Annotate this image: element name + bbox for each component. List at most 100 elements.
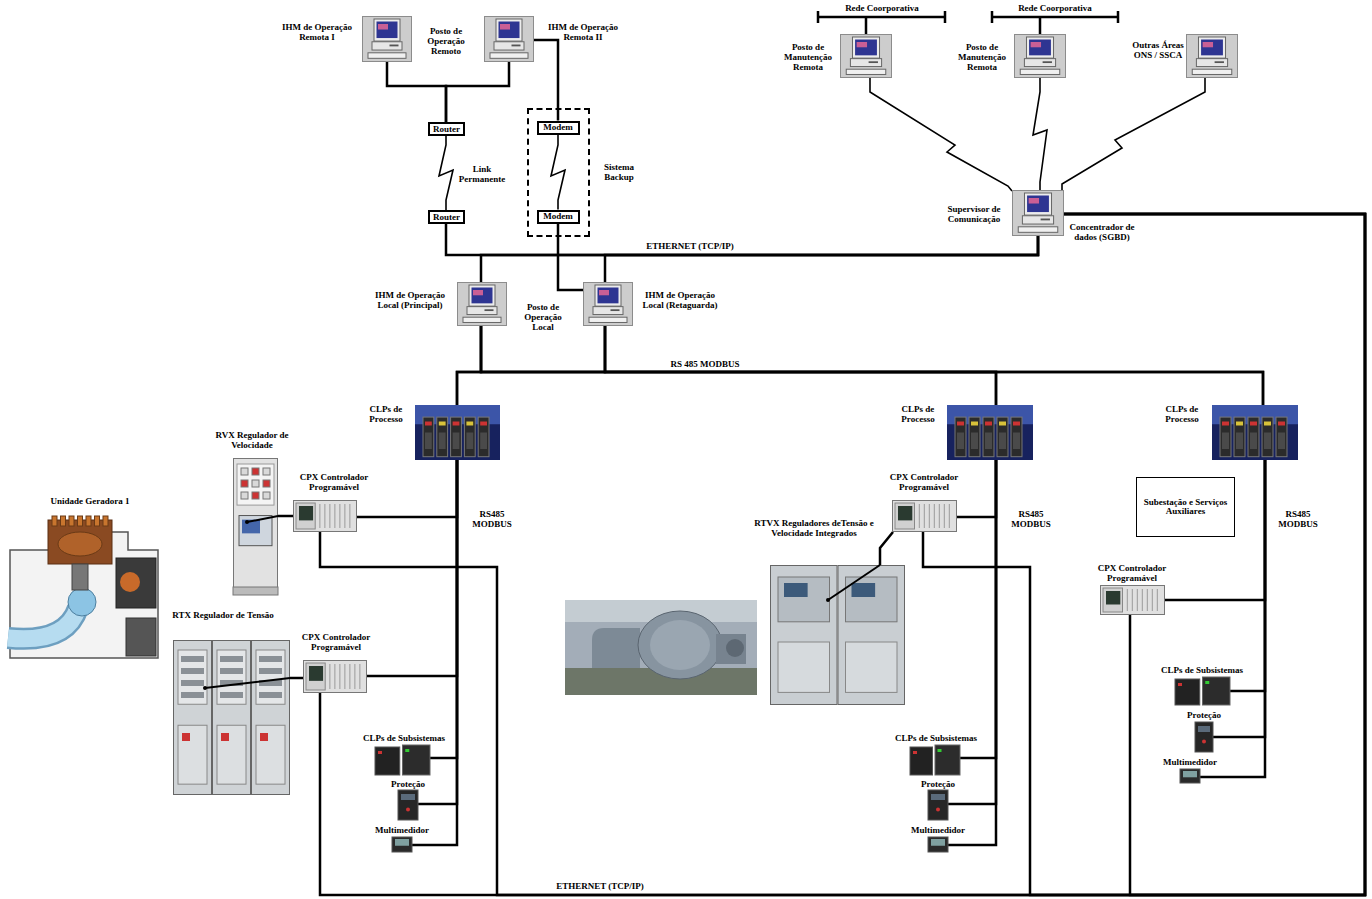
process-plc: CLPs de Processo bbox=[947, 405, 1033, 460]
connector bbox=[446, 224, 1038, 255]
programmable-controller: CPX Controlador Programável bbox=[892, 500, 957, 532]
connector bbox=[481, 236, 1038, 282]
device-label: CLPs de Processo bbox=[1158, 404, 1206, 424]
router-box: Router bbox=[428, 122, 465, 136]
modem-box: Modem bbox=[537, 210, 580, 224]
backup-frame: Sistema BackupModemModem bbox=[527, 108, 590, 237]
device-label: CPX Controlador Programável bbox=[282, 472, 386, 492]
device-label: Posto de Manutenção Remota bbox=[952, 42, 1012, 72]
device-label: CLPs de Subsistemas bbox=[1150, 665, 1254, 675]
pc-icon bbox=[1186, 34, 1238, 78]
device-label: Unidade Geradora 1 bbox=[30, 496, 150, 506]
hmi-workstation: IHM de Operação Remota II bbox=[484, 16, 534, 62]
connector bbox=[278, 515, 293, 518]
protection-relay: Proteção bbox=[398, 790, 418, 820]
area-label: Posto de Operação Remoto bbox=[418, 26, 474, 56]
bus-label: ETHERNET (TCP/IP) bbox=[620, 241, 760, 251]
device-label: Outras Áreas ONS / SSCA bbox=[1132, 40, 1184, 60]
maintenance-station: Posto de Manutenção Remota bbox=[840, 34, 892, 78]
pc-icon bbox=[840, 34, 892, 78]
router-box: Router bbox=[428, 210, 465, 224]
device-label: CPX Controlador Programável bbox=[1076, 563, 1188, 583]
network-label: Rede Coorporativa bbox=[1005, 3, 1105, 13]
connector bbox=[457, 326, 481, 405]
connector bbox=[960, 460, 996, 758]
pc-icon bbox=[583, 282, 633, 326]
speed-regulator: RVX Regulador de Velocidade bbox=[233, 458, 278, 595]
connector bbox=[457, 326, 605, 405]
connector bbox=[446, 62, 509, 122]
device-label: CPX Controlador Programável bbox=[868, 472, 980, 492]
connector bbox=[320, 214, 1365, 895]
integrated-regulator: RTVX Reguladores deTensão e Velocidade I… bbox=[770, 565, 905, 705]
area-label: Posto de Operação Local bbox=[514, 302, 572, 332]
bus-label: RS485 MODBUS bbox=[462, 509, 522, 529]
connector bbox=[1033, 78, 1047, 190]
connector bbox=[357, 460, 457, 517]
device-label: CLPs de Subsistemas bbox=[352, 733, 456, 743]
device-label: RVX Regulador de Velocidade bbox=[196, 430, 308, 450]
cpx-icon bbox=[293, 500, 357, 532]
external-station: Outras Áreas ONS / SSCA bbox=[1186, 34, 1238, 78]
protection-relay: Proteção bbox=[1195, 722, 1213, 752]
programmable-controller: CPX Controlador Programável bbox=[303, 660, 367, 693]
clp-icon bbox=[947, 405, 1033, 460]
connector bbox=[1064, 214, 1365, 895]
clp-icon bbox=[415, 405, 500, 460]
generating-unit: Unidade Geradora 1 bbox=[8, 510, 160, 660]
connector bbox=[320, 214, 1365, 895]
voltage-regulator: RTX Regulador de Tensão bbox=[173, 640, 290, 795]
device-label: Proteção bbox=[368, 779, 448, 789]
device-label: Multimedidor bbox=[898, 825, 978, 835]
multimeter: Multimedidor bbox=[928, 837, 948, 852]
connector bbox=[290, 677, 303, 680]
device-label: Multimedidor bbox=[362, 825, 442, 835]
connector bbox=[1062, 78, 1205, 190]
connector bbox=[880, 532, 893, 565]
substation-box: Subestação e Serviços Auxiliares bbox=[1136, 477, 1235, 537]
prot-icon bbox=[1195, 722, 1213, 752]
cabt-icon bbox=[173, 640, 290, 795]
device-label: CPX Controlador Programável bbox=[280, 632, 392, 652]
connector bbox=[870, 78, 1012, 191]
device-label: Proteção bbox=[1164, 710, 1244, 720]
device-label: CLPs de Subsistemas bbox=[884, 733, 988, 743]
box-label: Subestação e Serviços Auxiliares bbox=[1141, 498, 1231, 516]
hmi-workstation: IHM de Operação Local (Principal) bbox=[457, 282, 507, 326]
cpx-icon bbox=[303, 660, 367, 693]
connector bbox=[957, 460, 996, 517]
link-label: Link Permanente bbox=[454, 164, 510, 184]
connector bbox=[439, 136, 453, 210]
connector bbox=[551, 135, 565, 210]
device-label: Multimedidor bbox=[1150, 757, 1230, 767]
device-label: Sistema Backup bbox=[598, 162, 640, 182]
connector bbox=[1230, 460, 1265, 691]
cpx-icon bbox=[1100, 585, 1165, 615]
cabr-icon bbox=[770, 565, 905, 705]
small-icon bbox=[375, 745, 430, 775]
device-label: CLPs de Processo bbox=[894, 404, 942, 424]
connector bbox=[923, 214, 1365, 895]
multimeter: Multimedidor bbox=[1180, 769, 1200, 783]
hmi-workstation: IHM de Operação Local (Retaguarda) bbox=[583, 282, 633, 326]
box-label: Router bbox=[433, 213, 460, 222]
connector bbox=[387, 62, 446, 122]
device-label: Posto de Manutenção Remota bbox=[778, 42, 838, 72]
small-icon bbox=[910, 745, 960, 775]
device-label: CLPs de Processo bbox=[362, 404, 410, 424]
subsystem-plc: CLPs de Subsistemas bbox=[375, 745, 430, 775]
process-plc: CLPs de Processo bbox=[415, 405, 500, 460]
connector bbox=[430, 460, 457, 758]
bus-label: RS 485 MODBUS bbox=[640, 359, 770, 369]
pc-icon bbox=[484, 16, 534, 62]
programmable-controller: CPX Controlador Programável bbox=[1100, 585, 1165, 615]
pc-icon bbox=[1012, 190, 1064, 236]
prot-icon bbox=[928, 790, 948, 820]
bus-label: ETHERNET (TCP/IP) bbox=[530, 881, 670, 891]
device-label: RTVX Reguladores deTensão e Velocidade I… bbox=[752, 518, 876, 538]
hmi-workstation: IHM de Operação Remota I bbox=[362, 16, 412, 62]
device-label: RTX Regulador de Tensão bbox=[170, 610, 276, 620]
connector bbox=[605, 326, 1263, 405]
programmable-controller: CPX Controlador Programável bbox=[293, 500, 357, 532]
